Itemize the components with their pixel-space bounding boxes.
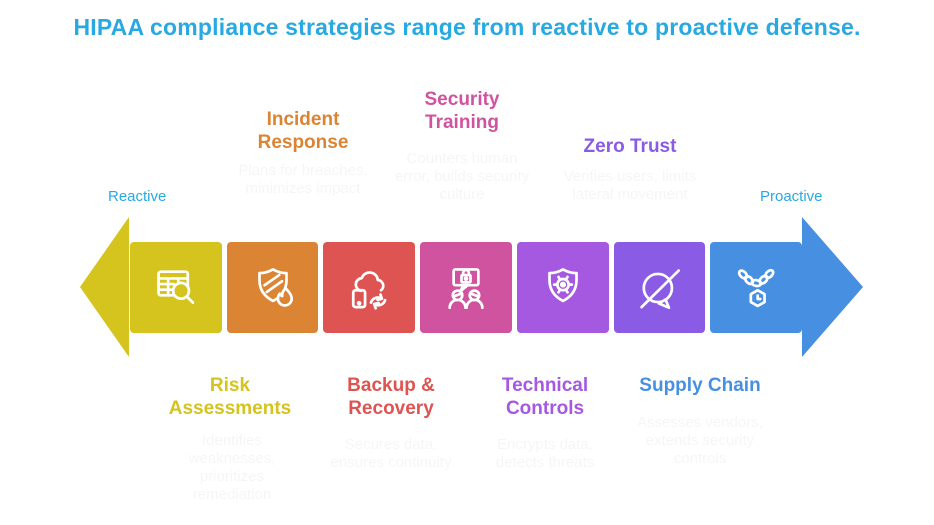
- step-desc-zero-trust: Verifies users, limits lateral movement: [558, 168, 703, 204]
- step-label-incident-response: Incident Response: [257, 109, 349, 153]
- no-trust-bubble-icon: [640, 268, 681, 309]
- step-square-security-training: [420, 242, 512, 333]
- step-label-security-training: Security Training: [424, 89, 500, 133]
- cloud-device-sync-icon: [352, 270, 387, 310]
- shield-flame-icon: [257, 267, 293, 307]
- left-arrow: [80, 217, 129, 357]
- step-square-backup-recovery: [323, 242, 416, 333]
- training-presentation-icon: [448, 267, 484, 309]
- step-label-technical-controls: Technical Controls: [501, 375, 589, 419]
- step-squares-row: [130, 242, 803, 333]
- step-square-zero-trust: [613, 242, 706, 333]
- step-square-supply-chain: [710, 242, 803, 333]
- step-desc-supply-chain: Assesses vendors, extends security contr…: [635, 414, 765, 468]
- step-label-backup-recovery: Backup & Recovery: [347, 375, 435, 419]
- step-label-zero-trust: Zero Trust: [583, 136, 677, 157]
- step-desc-security-training: Counters human error, builds security cu…: [387, 150, 537, 204]
- axis-label-proactive: Proactive: [760, 188, 823, 205]
- step-square-technical-controls: [516, 242, 609, 333]
- step-square-incident-response: [226, 242, 319, 333]
- step-desc-incident-response: Plans for breaches, minimizes impact: [233, 162, 373, 198]
- shield-gear-icon: [547, 267, 578, 302]
- chain-pendant-icon: [738, 268, 775, 307]
- step-label-supply-chain: Supply Chain: [639, 375, 761, 396]
- step-desc-technical-controls: Encrypts data, detects threats: [488, 436, 603, 472]
- page-title: HIPAA compliance strategies range from r…: [73, 14, 861, 40]
- axis-label-reactive: Reactive: [108, 188, 167, 205]
- step-label-risk-assessments: Risk Assessments: [168, 375, 292, 419]
- step-square-risk-assessments: [130, 242, 222, 333]
- table-search-icon: [157, 269, 195, 304]
- step-desc-backup-recovery: Secures data, ensures continuity: [324, 436, 459, 472]
- step-desc-risk-assessments: Identifies weaknesses, prioritizes remed…: [175, 432, 290, 504]
- right-arrow: [802, 217, 863, 357]
